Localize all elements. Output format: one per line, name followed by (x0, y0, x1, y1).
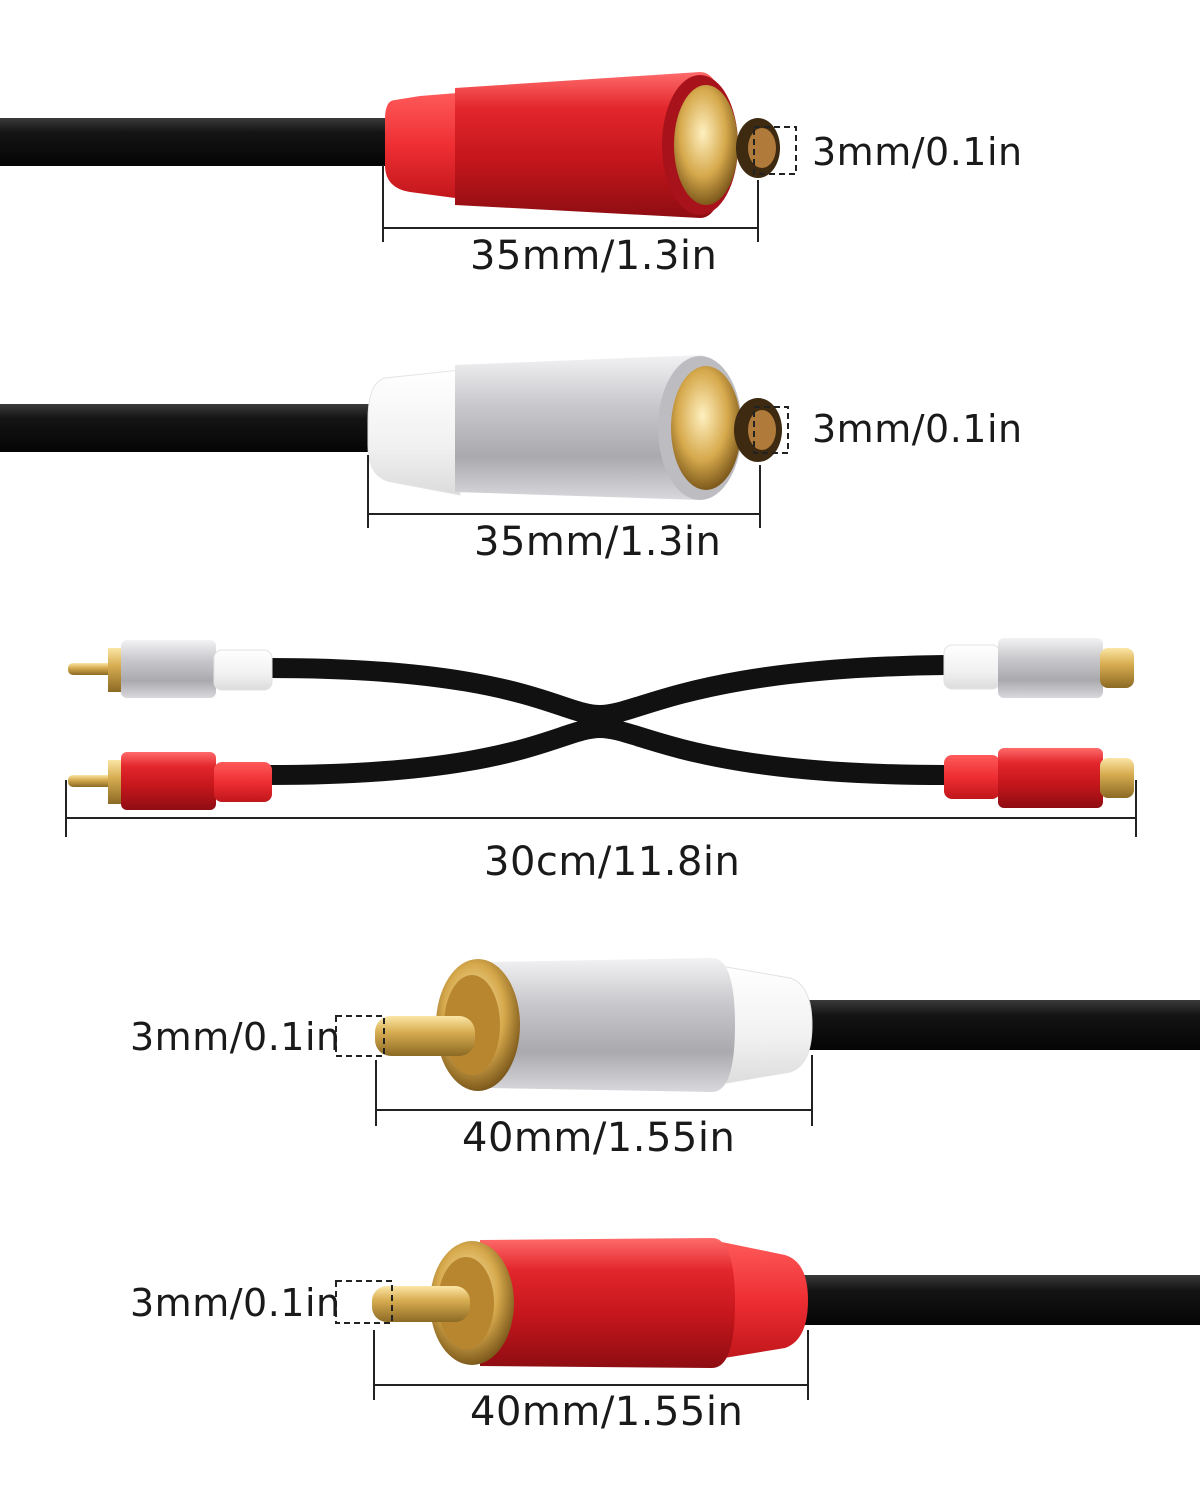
pin-dim-box (335, 1280, 393, 1324)
right-white-female-jack (943, 638, 1134, 698)
cable-white-channel (269, 655, 946, 726)
left-red-male-plug (68, 752, 272, 810)
cable-segment (0, 404, 385, 452)
gold-ring (674, 85, 738, 205)
right-red-female-jack (944, 748, 1134, 808)
white-female-connector (0, 355, 789, 528)
left-white-male-plug (68, 640, 273, 698)
white-female-pin-label: 3mm/0.1in (812, 407, 1023, 451)
white-male-pin-label: 3mm/0.1in (130, 1015, 341, 1059)
cable-red-channel (269, 717, 946, 785)
center-pin (375, 1016, 475, 1056)
white-male-length-label: 40mm/1.55in (462, 1115, 736, 1161)
red-female-length-label: 35mm/1.3in (470, 233, 718, 279)
white-female-length-label: 35mm/1.3in (474, 519, 722, 565)
metal-shell (480, 1238, 735, 1368)
strain-relief (714, 964, 813, 1086)
socket-hole (748, 410, 776, 450)
red-male-length-label: 40mm/1.55in (470, 1389, 744, 1435)
cable-length-label: 30cm/11.8in (484, 839, 741, 885)
red-male-pin-label: 3mm/0.1in (130, 1281, 341, 1325)
metal-shell (490, 958, 735, 1092)
strain-relief (712, 1240, 808, 1360)
strain-relief (367, 369, 461, 496)
white-male-connector (335, 958, 1200, 1126)
gold-ring (671, 366, 741, 490)
red-male-connector (335, 1238, 1200, 1400)
red-female-connector (0, 72, 797, 242)
socket-hole (748, 128, 776, 168)
center-pin (372, 1286, 470, 1322)
metal-shell (455, 355, 722, 500)
red-female-pin-label: 3mm/0.1in (812, 130, 1023, 174)
pin-dim-box (753, 126, 797, 175)
full-cable-assembly (65, 638, 1137, 837)
cable-segment (800, 1275, 1200, 1325)
cable-segment (800, 1000, 1200, 1050)
metal-shell (455, 72, 725, 218)
pin-dim-box (335, 1015, 385, 1057)
strain-relief (385, 92, 470, 200)
cable-segment (0, 118, 400, 166)
